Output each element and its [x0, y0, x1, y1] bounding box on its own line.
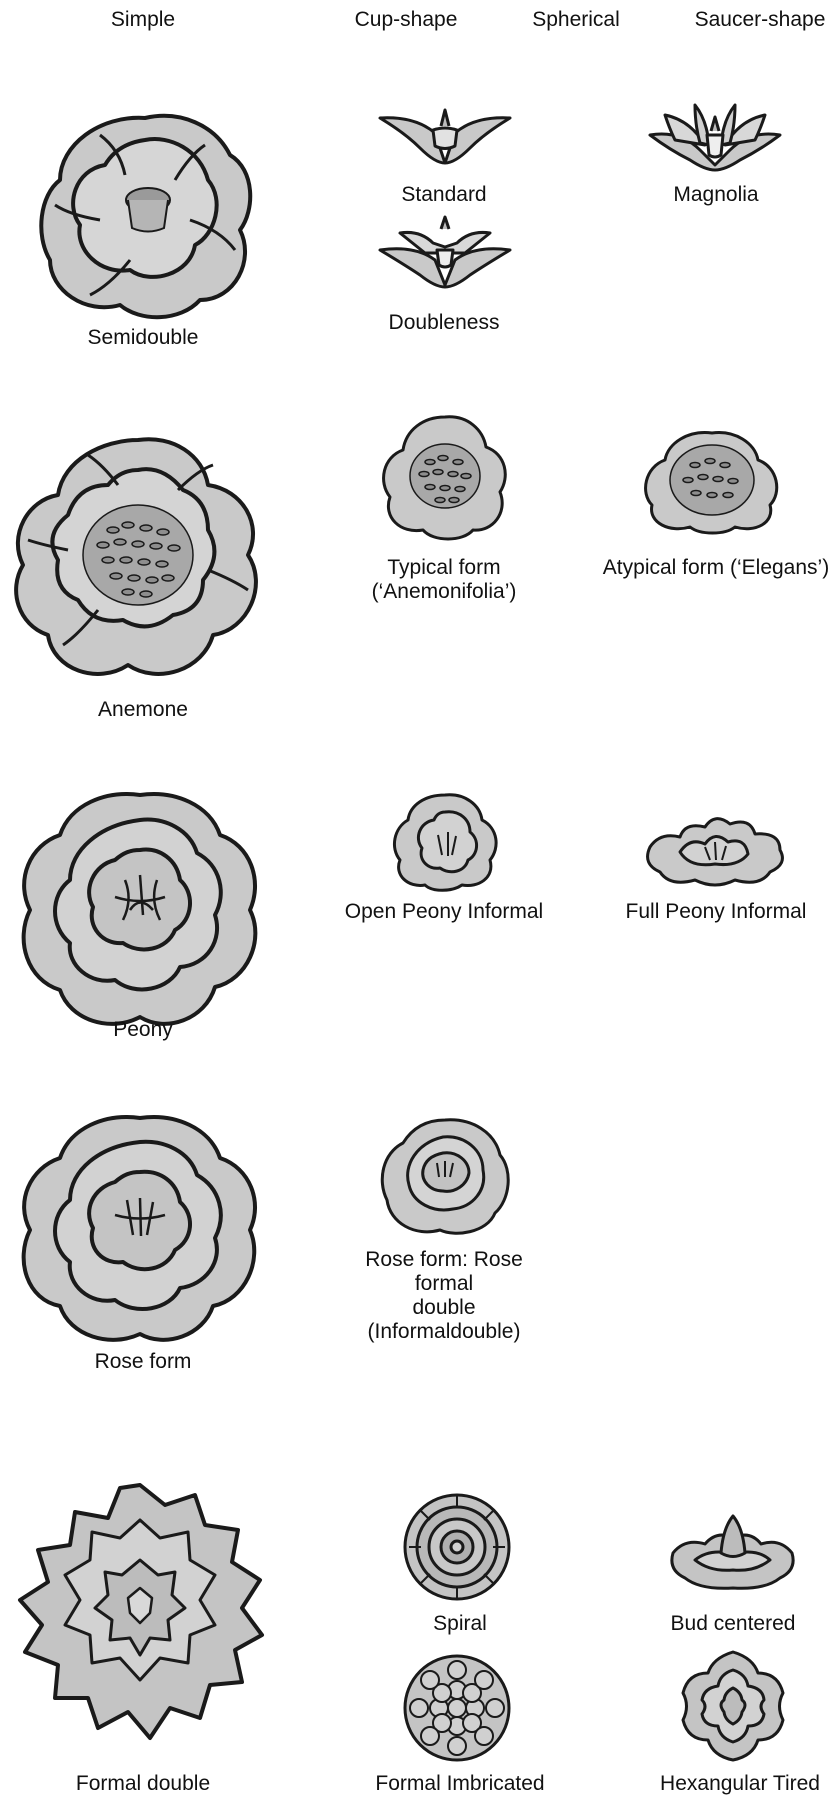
- label-standard: Standard: [401, 183, 486, 207]
- label-open-peony-informal: Open Peony Informal: [345, 900, 543, 924]
- header-spherical: Spherical: [532, 8, 620, 32]
- label-doubleness: Doubleness: [389, 311, 500, 335]
- semidouble-flower-drawing: [30, 100, 260, 330]
- label-anemone: Anemone: [98, 698, 188, 722]
- full-peony-informal-drawing: [640, 802, 790, 887]
- open-peony-informal-drawing: [390, 790, 500, 890]
- label-magnolia: Magnolia: [673, 183, 758, 207]
- rose-form-flower-drawing: [15, 1110, 265, 1350]
- label-bud-centered: Bud centered: [671, 1612, 796, 1636]
- label-rose-form: Rose form: [95, 1350, 192, 1374]
- header-cup-shape: Cup-shape: [355, 8, 458, 32]
- label-hexangular-tired: Hexangular Tired: [660, 1772, 820, 1796]
- formal-imbricated-flower-drawing: [400, 1652, 515, 1764]
- standard-flower-drawing: [375, 108, 515, 168]
- hexangular-tired-flower-drawing: [678, 1648, 788, 1763]
- label-spiral: Spiral: [433, 1612, 487, 1636]
- label-formal-double: Formal double: [76, 1772, 210, 1796]
- anemonifolia-flower-drawing: [378, 412, 513, 542]
- rose-formal-double-drawing: [375, 1115, 515, 1240]
- spiral-flower-drawing: [400, 1490, 515, 1605]
- label-elegans: Atypical form (‘Elegans’): [603, 556, 829, 580]
- elegans-flower-drawing: [640, 425, 785, 535]
- header-simple: Simple: [111, 8, 175, 32]
- anemone-flower-drawing: [8, 430, 268, 690]
- peony-flower-drawing: [15, 785, 265, 1035]
- label-formal-imbricated: Formal Imbricated: [375, 1772, 544, 1796]
- label-anemonifolia: Typical form(‘Anemonifolia’): [344, 556, 544, 604]
- formal-double-flower-drawing: [10, 1480, 270, 1750]
- label-peony: Peony: [113, 1018, 173, 1042]
- label-semidouble: Semidouble: [88, 326, 199, 350]
- header-saucer-shape: Saucer-shape: [695, 8, 826, 32]
- magnolia-flower-drawing: [645, 95, 785, 175]
- bud-centered-flower-drawing: [665, 1508, 800, 1593]
- doubleness-flower-drawing: [375, 215, 515, 295]
- label-full-peony-informal: Full Peony Informal: [626, 900, 807, 924]
